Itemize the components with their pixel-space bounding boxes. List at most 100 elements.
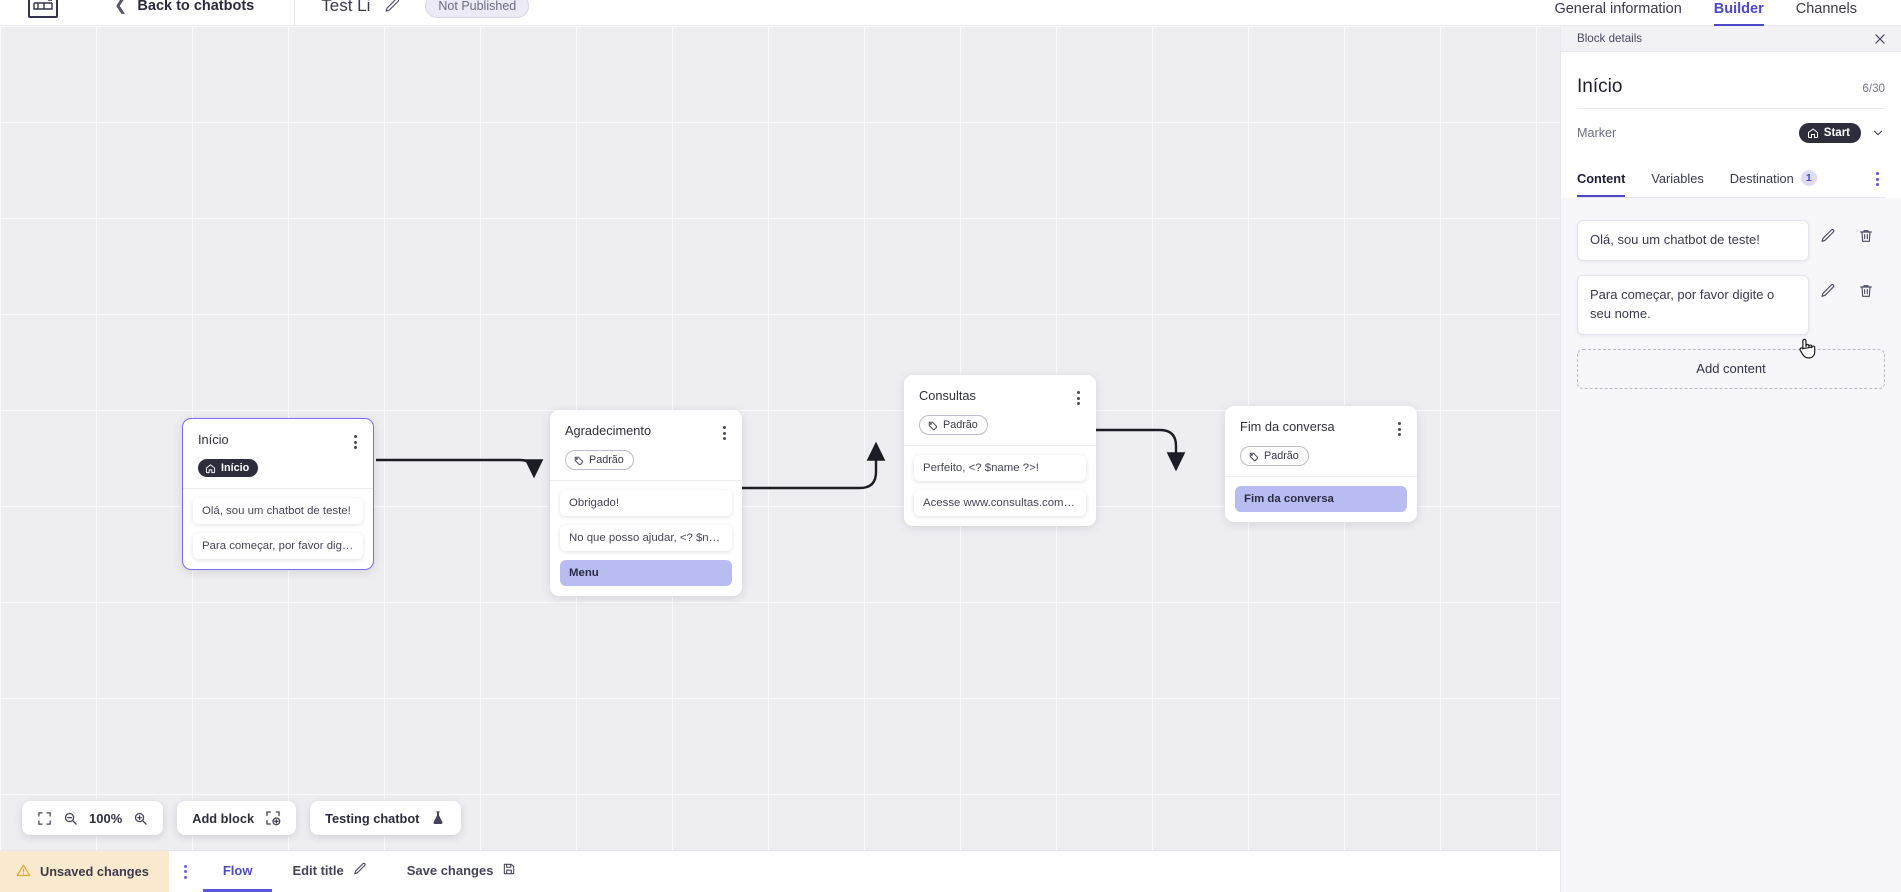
delete-content-icon[interactable] bbox=[1847, 220, 1885, 244]
save-icon bbox=[502, 862, 516, 879]
block-message[interactable]: Olá, sou um chatbot de teste! bbox=[193, 497, 363, 524]
tab-builder[interactable]: Builder bbox=[1713, 1, 1764, 26]
content-text[interactable]: Olá, sou um chatbot de teste! bbox=[1577, 220, 1809, 261]
panel-tabs: Content Variables Destination 1 bbox=[1577, 161, 1885, 198]
zoom-level: 100% bbox=[89, 810, 123, 826]
content-text[interactable]: Para começar, por favor digite o seu nom… bbox=[1577, 274, 1809, 335]
status-item-edit-title[interactable]: Edit title bbox=[272, 851, 386, 892]
tab-variables-label: Variables bbox=[1651, 170, 1704, 186]
block-divider bbox=[183, 487, 373, 489]
block-title: Início bbox=[198, 432, 229, 447]
block-divider bbox=[1225, 475, 1417, 477]
block-menu-icon[interactable] bbox=[351, 432, 360, 452]
home-icon bbox=[205, 463, 216, 473]
add-block-label: Add block bbox=[192, 810, 255, 826]
zoom-out-icon[interactable] bbox=[63, 811, 78, 826]
edit-title-label: Edit title bbox=[292, 862, 344, 878]
marker-value-chip[interactable]: Start bbox=[1798, 123, 1861, 143]
unsaved-changes-badge: Unsaved changes bbox=[0, 851, 169, 892]
marker-value-label: Start bbox=[1823, 127, 1850, 139]
add-block-icon bbox=[265, 810, 281, 826]
warning-icon bbox=[16, 863, 31, 881]
block-message[interactable]: No que posso ajudar, <? $name ... bbox=[560, 524, 732, 551]
save-changes-label: Save changes bbox=[406, 862, 494, 878]
block-marker-chip: Início bbox=[198, 459, 259, 477]
block-menu-icon[interactable] bbox=[1074, 388, 1083, 408]
tab-channels[interactable]: Channels bbox=[1795, 0, 1857, 17]
block-message[interactable]: Perfeito, <? $name ?>! bbox=[914, 454, 1086, 481]
tag-icon bbox=[928, 421, 938, 430]
marker-row: Marker Start bbox=[1577, 109, 1885, 155]
fit-screen-icon[interactable] bbox=[37, 811, 52, 826]
panel-header: Block details bbox=[1561, 26, 1901, 52]
destination-count-badge: 1 bbox=[1800, 170, 1817, 186]
status-badge: Not Published bbox=[425, 0, 530, 18]
status-item-save-changes[interactable]: Save changes bbox=[387, 851, 537, 892]
app-header: ❮ Back to chatbots Test Li Not Published… bbox=[0, 0, 1901, 26]
flow-block-agradecimento[interactable]: Agradecimento Padrão Obrigado! No que po… bbox=[550, 410, 742, 596]
panel-header-title: Block details bbox=[1577, 32, 1643, 45]
pencil-icon bbox=[353, 862, 367, 879]
block-divider bbox=[550, 479, 742, 481]
tab-destination-label: Destination bbox=[1729, 170, 1794, 186]
add-block-button[interactable]: Add block bbox=[177, 801, 297, 835]
edit-content-icon[interactable] bbox=[1809, 275, 1847, 299]
canvas-toolbar: 100% Add block Testing chatbot bbox=[22, 801, 462, 835]
testing-chatbot-label: Testing chatbot bbox=[325, 810, 420, 826]
tab-general-information[interactable]: General information bbox=[1554, 0, 1682, 17]
content-list: Olá, sou um chatbot de teste! Para começ… bbox=[1561, 198, 1901, 335]
unsaved-changes-label: Unsaved changes bbox=[40, 864, 149, 879]
header-divider bbox=[294, 0, 296, 26]
tag-icon bbox=[1249, 452, 1259, 461]
block-title: Agradecimento bbox=[565, 423, 652, 438]
panel-body: Início 6/30 Marker Start Con bbox=[1561, 52, 1901, 198]
flow-canvas[interactable]: Início Início Olá, sou um chatbot de tes… bbox=[0, 26, 1560, 863]
block-title: Fim da conversa bbox=[1240, 419, 1335, 434]
block-marker-chip: Padrão bbox=[919, 415, 988, 435]
header-tabs: General information Builder Channels bbox=[1554, 0, 1901, 26]
block-menu-icon[interactable] bbox=[720, 423, 729, 443]
block-marker-chip: Padrão bbox=[1240, 446, 1309, 466]
block-message[interactable]: Obrigado! bbox=[560, 489, 732, 516]
edit-content-icon[interactable] bbox=[1809, 220, 1847, 244]
block-message[interactable]: Fim da conversa bbox=[1235, 485, 1407, 512]
pencil-icon[interactable] bbox=[384, 0, 401, 14]
block-divider bbox=[904, 444, 1096, 446]
panel-title-row: Início 6/30 bbox=[1577, 52, 1885, 108]
marker-label: Marker bbox=[1577, 126, 1617, 140]
zoom-controls[interactable]: 100% bbox=[22, 801, 164, 835]
tab-content[interactable]: Content bbox=[1577, 162, 1626, 197]
block-message[interactable]: Para começar, por favor digite o ... bbox=[193, 532, 363, 559]
logo-icon[interactable] bbox=[28, 0, 58, 18]
flow-label: Flow bbox=[222, 862, 253, 878]
chevron-down-icon[interactable] bbox=[1871, 126, 1885, 140]
tag-icon bbox=[574, 456, 584, 465]
status-item-flow[interactable]: Flow bbox=[202, 851, 273, 892]
home-icon bbox=[1807, 128, 1818, 138]
back-to-chatbots-label: Back to chatbots bbox=[137, 0, 255, 14]
block-message-menu[interactable]: Menu bbox=[560, 559, 732, 586]
close-icon[interactable] bbox=[1873, 32, 1887, 46]
panel-more-icon[interactable] bbox=[1870, 166, 1885, 192]
block-title: Consultas bbox=[919, 388, 976, 403]
testing-chatbot-button[interactable]: Testing chatbot bbox=[310, 801, 462, 835]
status-more-icon[interactable] bbox=[169, 851, 203, 892]
tab-variables[interactable]: Variables bbox=[1651, 162, 1703, 197]
flask-icon bbox=[430, 810, 446, 826]
delete-content-icon[interactable] bbox=[1847, 275, 1885, 299]
chevron-left-icon: ❮ bbox=[114, 0, 128, 14]
back-to-chatbots-button[interactable]: ❮ Back to chatbots bbox=[114, 0, 254, 14]
tab-destination[interactable]: Destination 1 bbox=[1730, 161, 1817, 197]
flow-block-fim-da-conversa[interactable]: Fim da conversa Padrão Fim da conversa bbox=[1225, 406, 1417, 522]
flow-block-consultas[interactable]: Consultas Padrão Perfeito, <? $name ?>! … bbox=[904, 375, 1096, 526]
add-content-button[interactable]: Add content bbox=[1577, 348, 1885, 389]
flow-block-inicio[interactable]: Início Início Olá, sou um chatbot de tes… bbox=[182, 418, 374, 570]
chatbot-title: Test Li bbox=[321, 0, 371, 15]
panel-char-count: 6/30 bbox=[1862, 82, 1885, 95]
panel-divider bbox=[1577, 108, 1885, 109]
panel-block-title: Início bbox=[1577, 76, 1623, 97]
block-message[interactable]: Acesse www.consultas.com par... bbox=[914, 489, 1086, 516]
zoom-in-icon[interactable] bbox=[133, 811, 148, 826]
block-menu-icon[interactable] bbox=[1395, 419, 1404, 439]
block-details-panel: Block details Início 6/30 Marker Start bbox=[1560, 26, 1901, 892]
